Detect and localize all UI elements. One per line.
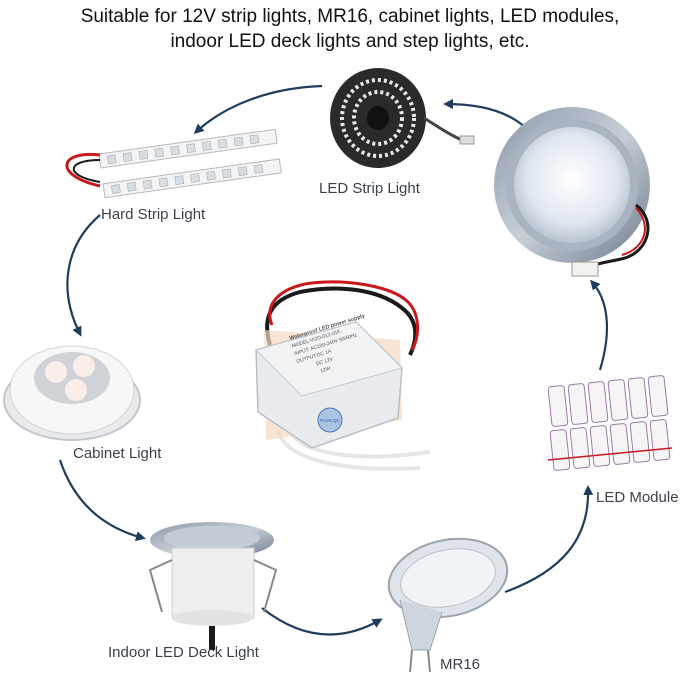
label-cabinet-light: Cabinet Light [73, 445, 162, 462]
led-module-image [547, 375, 673, 471]
arrow-hard-to-cabinet [66, 214, 101, 337]
arrow-cabinet-to-deck [58, 459, 146, 542]
headline: Suitable for 12V strip lights, MR16, cab… [0, 4, 700, 54]
headline-line-1: Suitable for 12V strip lights, MR16, cab… [80, 6, 620, 27]
cabinet-light-image [3, 345, 141, 441]
led-strip-reel-image [330, 68, 475, 168]
label-hard-strip-light: Hard Strip Light [101, 206, 206, 223]
downlight-image [494, 107, 650, 277]
label-indoor-led-deck-light: Indoor LED Deck Light [108, 644, 259, 661]
deck-light-image [148, 522, 278, 650]
hard-strip-light-image [65, 128, 282, 199]
label-led-module: LED Module [596, 489, 679, 506]
headline-line-2: indoor LED deck lights and step lights, … [170, 31, 530, 52]
mr16-bulb-image [387, 537, 509, 673]
power-supply-voltage: DC 12V [315, 356, 334, 367]
arrow-mr16-to-module [504, 485, 594, 594]
power-supply-image [255, 280, 431, 471]
arrow-module-to-downlight [590, 279, 609, 371]
arrow-deck-to-mr16 [261, 607, 383, 636]
arrow-strip-to-hard [193, 84, 323, 135]
label-led-strip-light: LED Strip Light [319, 180, 420, 197]
label-mr16: MR16 [440, 656, 481, 673]
power-supply-qc-badge: PASS QC [320, 418, 340, 423]
power-supply-wattage: 12W [320, 365, 332, 374]
